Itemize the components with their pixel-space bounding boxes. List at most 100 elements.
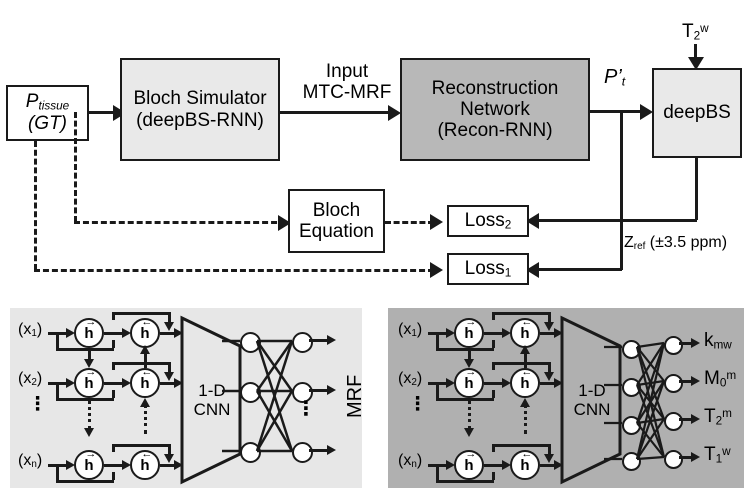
block-loss1: Loss1 <box>447 253 529 285</box>
panel-left-rn-skip-top <box>112 444 170 447</box>
panel-right-r1-mid-arrow <box>502 328 511 338</box>
panel-left-input-ellipsis: ⋮ <box>28 394 47 415</box>
panel-right-r2-loop-l <box>436 382 439 398</box>
panel-right-out1-arrow <box>691 338 700 348</box>
recon-line1: Reconstruction <box>431 77 559 99</box>
loss2-label: Loss2 <box>464 210 512 232</box>
panel-left-input-x2: (x2) <box>18 370 43 389</box>
panel-left-out3-arrow <box>327 445 336 455</box>
panel-left-r1-in-arrow <box>66 328 75 338</box>
edge-ptissue-to-blochsim <box>89 111 116 114</box>
panel-left-bwd-dots <box>144 404 147 434</box>
panel-right-r2-fwd-cell: → h <box>454 365 484 398</box>
panel-right-output-t1w: T1w <box>704 444 731 466</box>
arrowhead-to-bloch-equation <box>278 215 291 231</box>
panel-right-cnn-trapezoid <box>560 315 622 485</box>
panel-left-rn-loop-r <box>112 472 115 480</box>
hidden-h-glyph: → h <box>464 365 477 392</box>
panel-right-out1 <box>679 342 695 345</box>
hidden-h-glyph: → h <box>464 447 477 474</box>
block-bloch-simulator: Bloch Simulator (deepBS-RNN) <box>120 58 280 161</box>
panel-left-fwd-dots-arrow <box>84 428 94 437</box>
panel-right-r1-mid <box>484 332 506 335</box>
label-t2w-input: T2w <box>682 21 709 43</box>
panel-left-bwd-dots-arrow <box>140 398 150 407</box>
panel-left-r2-skip-arrow <box>164 372 174 381</box>
panel-right-out3 <box>679 418 695 421</box>
panel-right-bwd-dots <box>524 404 527 434</box>
edge-deepbs-down <box>695 158 698 220</box>
panel-left-r2-out-arrow <box>174 378 183 388</box>
panel-left-rn-mid <box>104 464 126 467</box>
arrowhead-to-recon <box>388 105 401 121</box>
panel-left-r2-in-arrow <box>66 378 75 388</box>
panel-right-out2 <box>679 380 695 383</box>
panel-left-rn-out-arrow <box>174 460 183 470</box>
panel-right-r1-skip-r <box>548 312 551 324</box>
panel-left-out2 <box>309 389 331 392</box>
bloch-eq-line2: Equation <box>298 221 374 242</box>
panel-left-out1-arrow <box>327 335 336 345</box>
panel-right-rn-loop-l <box>436 464 439 480</box>
panel-left-rn-in <box>48 464 70 467</box>
panel-right-rn-fwd-cell: → h <box>454 447 484 480</box>
panel-right-fwd-dots-arrow <box>464 428 474 437</box>
panel-left-input-x1: (x1) <box>18 321 43 340</box>
panel-right-rn-out <box>540 464 558 467</box>
bloch-eq-line1: Bloch <box>312 199 361 221</box>
panel-right-r2-out-arrow <box>554 378 563 388</box>
panel-left-r2-in <box>48 382 70 385</box>
panel-left-rn-loop-l <box>56 464 59 480</box>
label-p-t-prime: P’t <box>604 66 626 89</box>
hidden-h-glyph: → h <box>464 315 477 342</box>
panel-right-rn-in <box>428 464 450 467</box>
recon-line3: (Recon-RNN) <box>437 120 553 142</box>
hidden-h-glyph: ← h <box>520 315 533 342</box>
dashed-to-loss1 <box>34 269 434 272</box>
panel-right-output-kmw: kmw <box>704 330 732 352</box>
hidden-h-glyph: ← h <box>140 365 153 392</box>
panel-left-r2-out <box>160 382 178 385</box>
panel-left-r1-loop-l <box>56 332 59 348</box>
input-mtc-mrf-line2: MTC-MRF <box>302 81 392 103</box>
input-mtc-mrf-line1: Input <box>325 61 369 82</box>
panel-left-dense2-n2 <box>292 382 313 403</box>
arrowhead-t2w-down <box>688 57 704 70</box>
panel-left-r2-skip-top <box>112 362 170 365</box>
panel-left-r1-out-arrow <box>174 328 183 338</box>
bloch-sim-line1: Bloch Simulator <box>133 88 267 110</box>
panel-right-r1-in <box>428 332 450 335</box>
panel-right-r2-skip-arrow <box>544 372 554 381</box>
panel-right-r2-loop-r <box>492 390 495 398</box>
hidden-h-glyph: → h <box>84 315 97 342</box>
panel-right-bwd-state-2-1-arrow <box>520 345 530 354</box>
hidden-h-glyph: → h <box>84 365 97 392</box>
panel-left-rn-bwd-cell: ← h <box>130 448 160 480</box>
panel-left-rn-fwd-cell: → h <box>74 448 104 480</box>
panel-left-dense1-n1 <box>240 332 261 353</box>
panel-right-r2-skip-r <box>548 362 551 374</box>
bloch-sim-line2: (deepBS-RNN) <box>136 109 264 131</box>
panel-right-dense2-n3 <box>664 412 683 431</box>
panel-left-dense-ellipsis: ⋮ <box>296 398 316 420</box>
panel-right-fwd-state-1-2-arrow <box>464 359 474 368</box>
panel-left-rn-skip-r <box>168 444 171 456</box>
panel-left-r1-loop-r <box>112 340 115 348</box>
panel-left-r2-skip-r <box>168 362 171 374</box>
panel-right-rn-skip-top <box>492 444 550 447</box>
panel-left-rn-out <box>160 464 178 467</box>
panel-right-r2-loop-bot <box>436 398 494 401</box>
panel-right-input-ellipsis: ⋮ <box>408 394 427 415</box>
panel-right-rn-skip-r <box>548 444 551 456</box>
panel-right-rn-in-arrow <box>446 460 455 470</box>
hidden-h-glyph: ← h <box>520 447 533 474</box>
hidden-h-glyph: ← h <box>140 315 153 342</box>
block-reconstruction-network: Reconstruction Network (Recon-RNN) <box>400 58 590 161</box>
panel-right-output-t2m: T2m <box>704 406 732 428</box>
edge-blochsim-to-recon <box>280 111 392 114</box>
panel-right-bwd-state-2-1 <box>524 352 527 368</box>
panel-left-dense1-n3 <box>240 442 261 463</box>
arrowhead-to-loss2-right <box>526 213 539 229</box>
panel-left-r1-skip-top <box>112 312 170 315</box>
